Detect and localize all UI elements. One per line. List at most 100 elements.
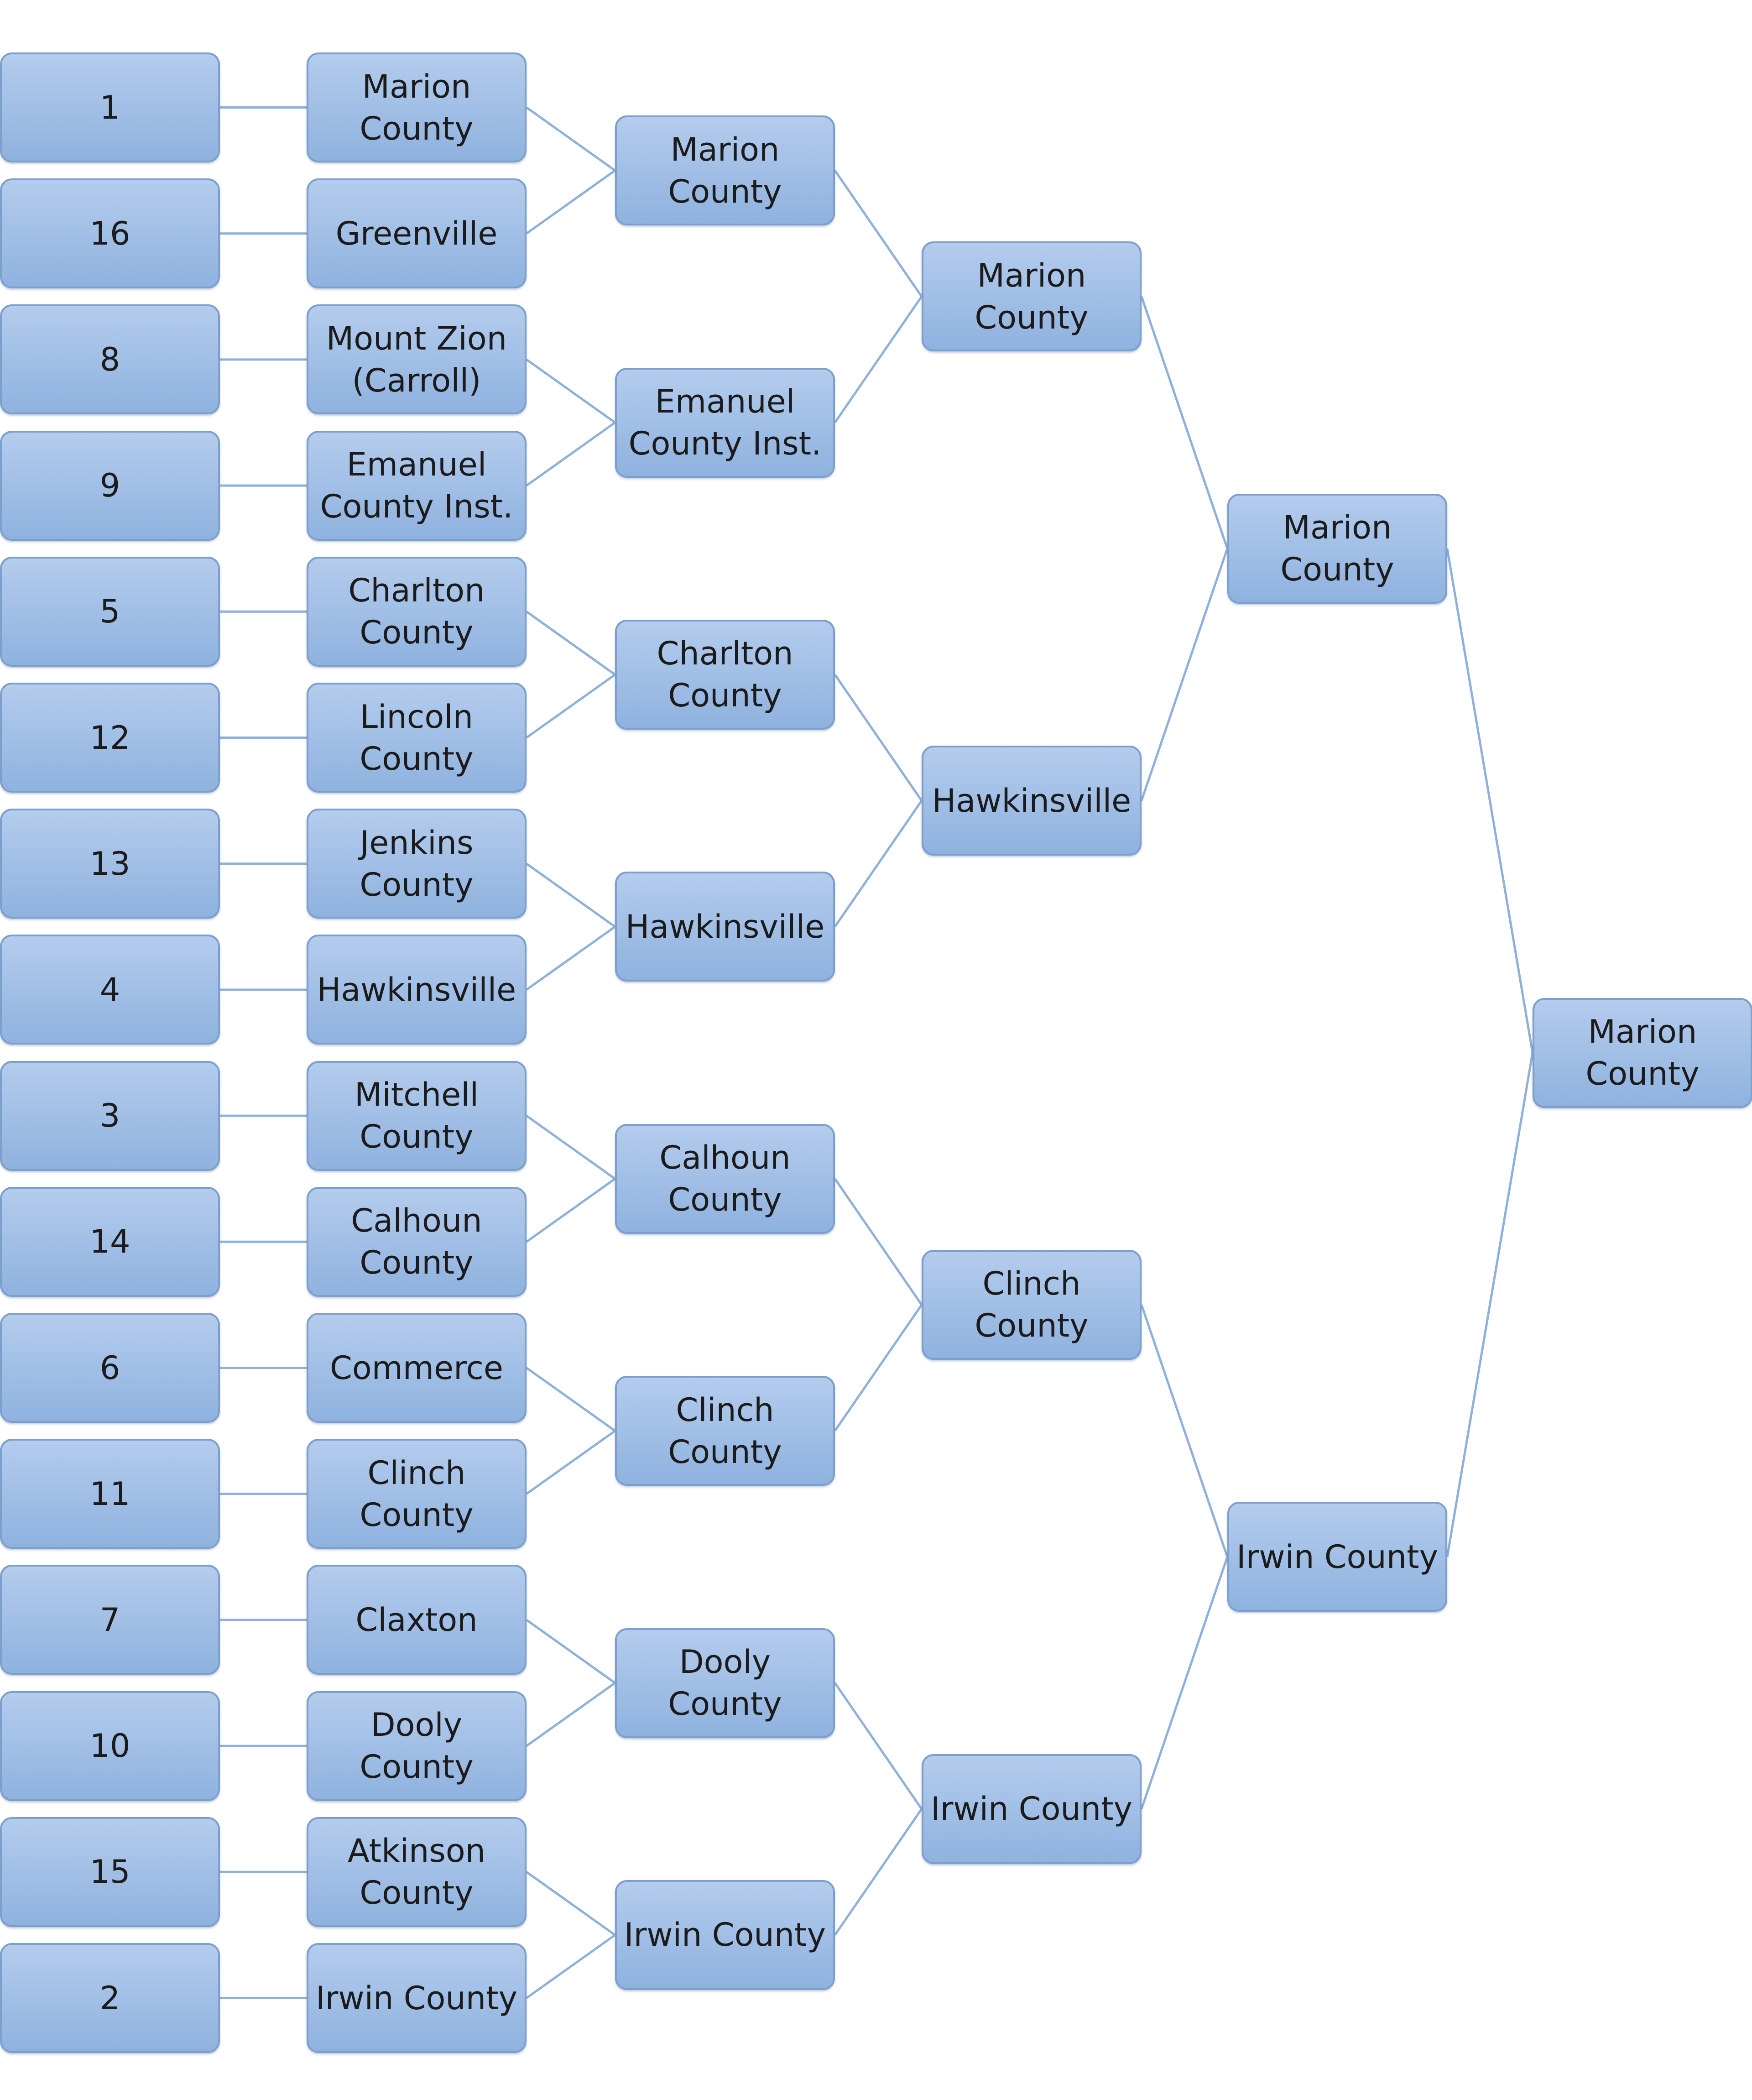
connector-line xyxy=(834,800,923,928)
team-label: 11 xyxy=(89,1475,130,1513)
team-label: Emanuel County Inst. xyxy=(320,446,513,526)
connector-line xyxy=(834,170,923,298)
team-label: 8 xyxy=(99,340,120,378)
team-label: Mount Zion (Carroll) xyxy=(326,319,507,399)
connector-line xyxy=(526,1178,616,1243)
team-box-round-2: Hawkinsville xyxy=(615,872,835,982)
team-box-round-2: Marion County xyxy=(615,115,835,226)
team-box-round-2: Dooly County xyxy=(615,1628,835,1738)
team-box-round-3: Hawkinsville xyxy=(922,746,1142,856)
team-box-round-1: Jenkins County xyxy=(307,809,527,919)
team-box-round-2: Emanuel County Inst. xyxy=(615,367,835,478)
team-label: Irwin County xyxy=(930,1790,1133,1828)
team-label: Irwin County xyxy=(315,1979,518,2017)
seed-box: 15 xyxy=(0,1817,220,1927)
team-label: 10 xyxy=(89,1727,130,1765)
team-label: 2 xyxy=(99,1979,120,2017)
team-box-round-2: Irwin County xyxy=(615,1880,835,1990)
team-label: Clinch County xyxy=(975,1265,1089,1345)
team-label: Charlton County xyxy=(657,635,793,715)
team-box-round-4: Irwin County xyxy=(1227,1502,1447,1612)
team-label: Clinch County xyxy=(668,1391,782,1471)
team-box-round-1: Commerce xyxy=(307,1313,527,1423)
team-label: Calhoun County xyxy=(351,1202,482,1282)
seed-box: 8 xyxy=(0,304,220,415)
connector-line xyxy=(526,106,616,172)
team-box-round-2: Clinch County xyxy=(615,1376,835,1486)
team-label: Hawkinsville xyxy=(625,908,825,946)
connector-line xyxy=(834,1304,923,1432)
team-label: 3 xyxy=(99,1097,120,1135)
seed-box: 13 xyxy=(0,809,220,919)
connector-line xyxy=(526,1934,616,1999)
connector-line xyxy=(526,611,616,676)
team-label: 15 xyxy=(89,1853,130,1891)
team-box-round-3: Clinch County xyxy=(922,1249,1142,1360)
seed-box: 10 xyxy=(0,1691,220,1801)
team-label: Marion County xyxy=(1280,509,1394,589)
team-label: 6 xyxy=(99,1349,120,1387)
team-label: Marion County xyxy=(1585,1013,1700,1092)
team-label: 5 xyxy=(99,593,120,631)
connector-line xyxy=(1140,1304,1229,1557)
team-box-round-1: Clinch County xyxy=(307,1439,527,1549)
team-box-round-1: Mitchell County xyxy=(307,1060,527,1171)
team-label: Dooly County xyxy=(668,1643,782,1723)
team-label: Jenkins County xyxy=(360,824,474,904)
team-label: 1 xyxy=(99,89,120,126)
team-label: Lincoln County xyxy=(360,698,474,778)
team-label: 14 xyxy=(89,1223,130,1261)
connector-line xyxy=(834,1808,923,1936)
connector-line xyxy=(526,925,616,991)
connector-line xyxy=(526,1430,616,1495)
team-label: Irwin County xyxy=(1236,1538,1439,1576)
team-label: Hawkinsville xyxy=(317,971,516,1008)
team-box-round-1: Irwin County xyxy=(307,1943,527,2053)
connector-line xyxy=(526,358,616,424)
team-label: Marion County xyxy=(975,256,1089,336)
connector-line xyxy=(526,169,616,235)
team-box-round-1: Calhoun County xyxy=(307,1186,527,1297)
team-label: Marion County xyxy=(668,131,782,210)
connector-line xyxy=(1140,296,1229,549)
connector-line xyxy=(526,862,616,928)
connector-line xyxy=(1446,548,1534,1053)
team-box-round-1: Lincoln County xyxy=(307,683,527,793)
connector-line xyxy=(834,1178,923,1306)
team-box-round-4: Marion County xyxy=(1227,493,1447,604)
seed-box: 4 xyxy=(0,935,220,1045)
team-box-round-1: Marion County xyxy=(307,52,527,162)
team-box-round-1: Charlton County xyxy=(307,556,527,667)
team-label: 9 xyxy=(99,467,120,505)
team-box-round-1: Emanuel County Inst. xyxy=(307,430,527,541)
team-label: Irwin County xyxy=(624,1916,826,1954)
team-box-round-2: Charlton County xyxy=(615,619,835,730)
champion-box: Marion County xyxy=(1533,998,1752,1108)
team-label: 7 xyxy=(99,1601,120,1639)
seed-box: 12 xyxy=(0,683,220,793)
team-label: Calhoun County xyxy=(659,1139,791,1219)
team-box-round-1: Dooly County xyxy=(307,1691,527,1801)
connector-line xyxy=(526,1367,616,1432)
seed-box: 1 xyxy=(0,52,220,162)
team-box-round-3: Marion County xyxy=(922,241,1142,352)
connector-line xyxy=(834,1682,923,1810)
team-label: 13 xyxy=(89,845,130,883)
connector-line xyxy=(526,1619,616,1684)
seed-box: 6 xyxy=(0,1313,220,1423)
team-label: 4 xyxy=(99,971,120,1008)
seed-box: 9 xyxy=(0,430,220,541)
seed-box: 11 xyxy=(0,1439,220,1549)
connector-line xyxy=(834,674,923,802)
team-label: Clinch County xyxy=(360,1454,474,1534)
seed-box: 14 xyxy=(0,1186,220,1297)
connector-line xyxy=(526,1682,616,1747)
team-label: Mitchell County xyxy=(354,1076,479,1156)
team-box-round-1: Mount Zion (Carroll) xyxy=(307,304,527,415)
connector-line xyxy=(1446,1052,1534,1557)
team-label: 16 xyxy=(89,214,130,252)
team-label: Dooly County xyxy=(360,1706,474,1786)
team-box-round-1: Greenville xyxy=(307,178,527,289)
